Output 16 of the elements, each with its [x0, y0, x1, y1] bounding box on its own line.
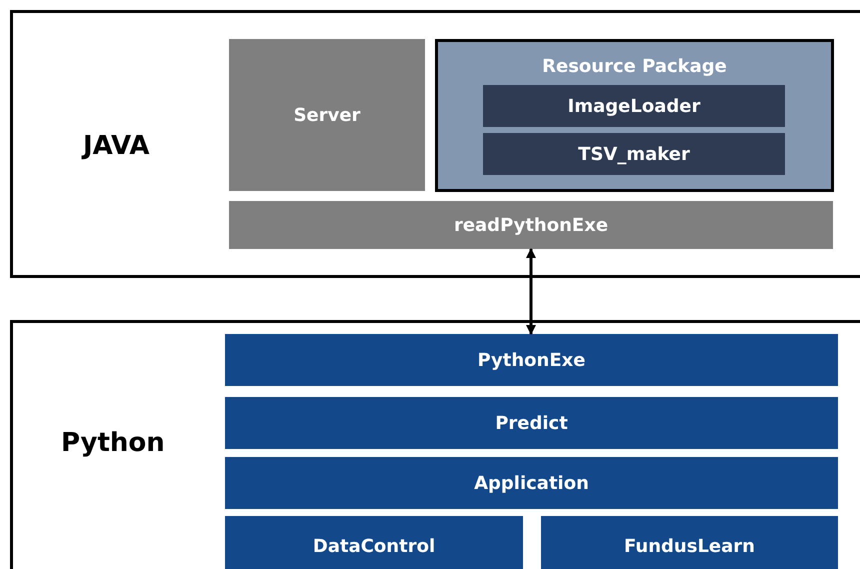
module-box: FundusLearn	[541, 516, 838, 569]
module-box: Server	[229, 39, 425, 191]
layer-title: JAVA	[83, 131, 150, 161]
module-box: PythonExe	[225, 334, 838, 386]
package-title: Resource Package	[541, 56, 728, 77]
module-box: Predict	[225, 397, 838, 449]
layer-panel	[10, 10, 860, 278]
layer-panel	[10, 320, 860, 569]
module-box: TSV_maker	[483, 133, 785, 175]
module-box: DataControl	[225, 516, 523, 569]
layer-title: Python	[61, 428, 165, 458]
double-arrow	[526, 248, 536, 335]
package-box	[435, 39, 834, 192]
module-box: ImageLoader	[483, 85, 785, 127]
module-box: readPythonExe	[229, 201, 833, 249]
module-box: Application	[225, 457, 838, 509]
